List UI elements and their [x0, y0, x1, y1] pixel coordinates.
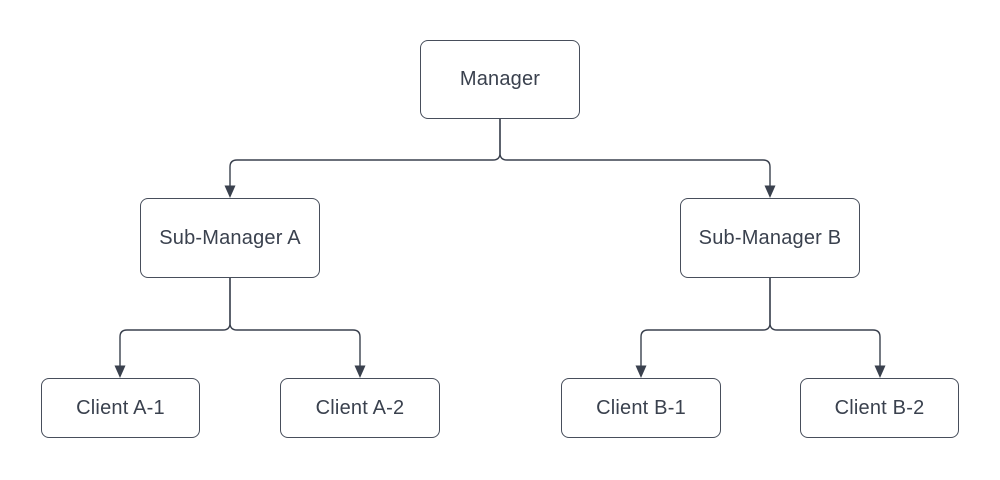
connector-manager-to-sub-manager-a — [229, 119, 501, 186]
node-sub-manager-a-label: Sub-Manager A — [159, 226, 301, 249]
connector-sub-manager-a-to-client-a1 — [119, 278, 231, 366]
arrowhead-sub-manager-b — [764, 185, 776, 198]
arrowhead-client-b2 — [874, 365, 886, 378]
node-client-a1-label: Client A-1 — [76, 396, 165, 419]
node-client-b1-label: Client B-1 — [596, 396, 686, 419]
connector-manager-to-sub-manager-b — [499, 119, 771, 186]
connector-sub-manager-b-to-client-b2 — [769, 278, 881, 366]
connector-sub-manager-a-to-client-a2 — [229, 278, 361, 366]
node-manager: Manager — [420, 40, 580, 119]
arrowhead-client-a2 — [354, 365, 366, 378]
arrowhead-client-a1 — [114, 365, 126, 378]
node-client-b1: Client B-1 — [561, 378, 721, 438]
node-sub-manager-b: Sub-Manager B — [680, 198, 860, 278]
arrowhead-client-b1 — [635, 365, 647, 378]
node-sub-manager-b-label: Sub-Manager B — [698, 226, 842, 249]
node-client-b2: Client B-2 — [800, 378, 959, 438]
node-client-a2-label: Client A-2 — [315, 396, 405, 419]
node-manager-label: Manager — [459, 68, 541, 90]
connector-sub-manager-b-to-client-b1 — [640, 278, 771, 366]
node-client-a2: Client A-2 — [280, 378, 440, 438]
node-client-b2-label: Client B-2 — [834, 396, 925, 419]
node-client-a1: Client A-1 — [41, 378, 200, 438]
arrowhead-sub-manager-a — [224, 185, 236, 198]
node-sub-manager-a: Sub-Manager A — [140, 198, 320, 278]
